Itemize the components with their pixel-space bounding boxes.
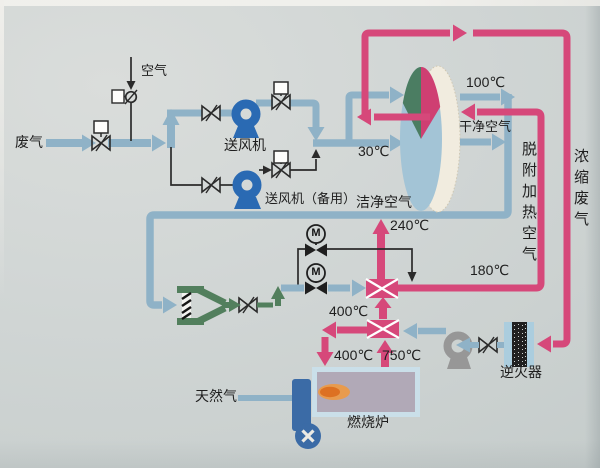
label-temp-240: 240℃ xyxy=(390,217,430,233)
label-desorption-air: 脱附加热空气 xyxy=(520,141,537,267)
filter-branch-line xyxy=(257,286,285,308)
label-concentrated-gas: 浓缩废气 xyxy=(572,148,589,232)
motor-valve-2-symbol xyxy=(305,263,327,295)
combustion-fan-lines xyxy=(403,323,505,353)
label-natural-gas: 天然气 xyxy=(195,388,237,404)
page-edge-top xyxy=(0,0,600,6)
waste-gas-inlet-line xyxy=(46,86,404,152)
backup-blower-outlet-valve xyxy=(271,150,291,179)
filter-outlet-valve xyxy=(238,296,258,314)
heat-exchanger-2 xyxy=(366,318,400,340)
wheel-adsorption-sector xyxy=(402,66,421,139)
concentrated-gas-line xyxy=(357,24,571,353)
waste-gas-control-valve xyxy=(91,120,111,152)
backup-blower-line xyxy=(170,147,321,186)
heat-exchanger-1 xyxy=(365,278,399,299)
heater-feed-line xyxy=(281,279,366,297)
burner-fan-icon xyxy=(301,429,315,443)
label-temp-100: 100℃ xyxy=(466,74,506,90)
label-clean-air-duct: 洁净空气 xyxy=(356,194,412,210)
motor-valve-1-symbol xyxy=(305,224,327,257)
label-temp-180: 180℃ xyxy=(470,262,510,278)
arrester-outlet-valve xyxy=(478,336,498,354)
label-temp-400-hx: 400℃ xyxy=(329,303,369,319)
wheel-desorption-sector xyxy=(421,66,441,139)
rotor-concentrator-wheel xyxy=(400,65,461,213)
label-main-blower: 送风机 xyxy=(224,137,266,153)
flame-arrester-symbol xyxy=(504,322,534,367)
motor-valve-1-letter: M xyxy=(311,227,321,239)
heat-exchanger-arrows xyxy=(316,219,394,367)
intake-filter xyxy=(177,286,241,325)
label-temp-30: 30℃ xyxy=(358,143,390,159)
label-backup-blower: 送风机（备用） xyxy=(265,191,357,206)
main-blower xyxy=(231,99,261,138)
main-blower-outlet-valve xyxy=(271,81,291,111)
label-air: 空气 xyxy=(141,63,168,78)
motor-valve-2-letter: M xyxy=(311,266,321,278)
backup-blower xyxy=(232,170,262,209)
backup-blower-inlet-valve xyxy=(201,176,221,194)
label-temp-750: 750℃ xyxy=(382,347,422,363)
label-flame-arrester: 逆火器 xyxy=(500,364,542,380)
clean-air-duct-line xyxy=(146,94,512,314)
page-edge-left xyxy=(0,0,4,300)
bypass-control-line xyxy=(297,248,417,287)
wheel-outlet-arrows xyxy=(460,88,515,151)
desorption-air-line xyxy=(398,103,545,292)
combustion-furnace-symbol xyxy=(312,367,420,417)
label-temp-400-feed: 400℃ xyxy=(334,347,374,363)
label-waste-gas: 废气 xyxy=(15,134,43,150)
label-clean-air-out: 干净空气 xyxy=(459,119,512,134)
air-makeup-line xyxy=(111,57,138,141)
label-furnace: 燃烧炉 xyxy=(347,414,389,430)
main-blower-inlet-valve xyxy=(201,104,221,122)
burner xyxy=(238,379,321,449)
